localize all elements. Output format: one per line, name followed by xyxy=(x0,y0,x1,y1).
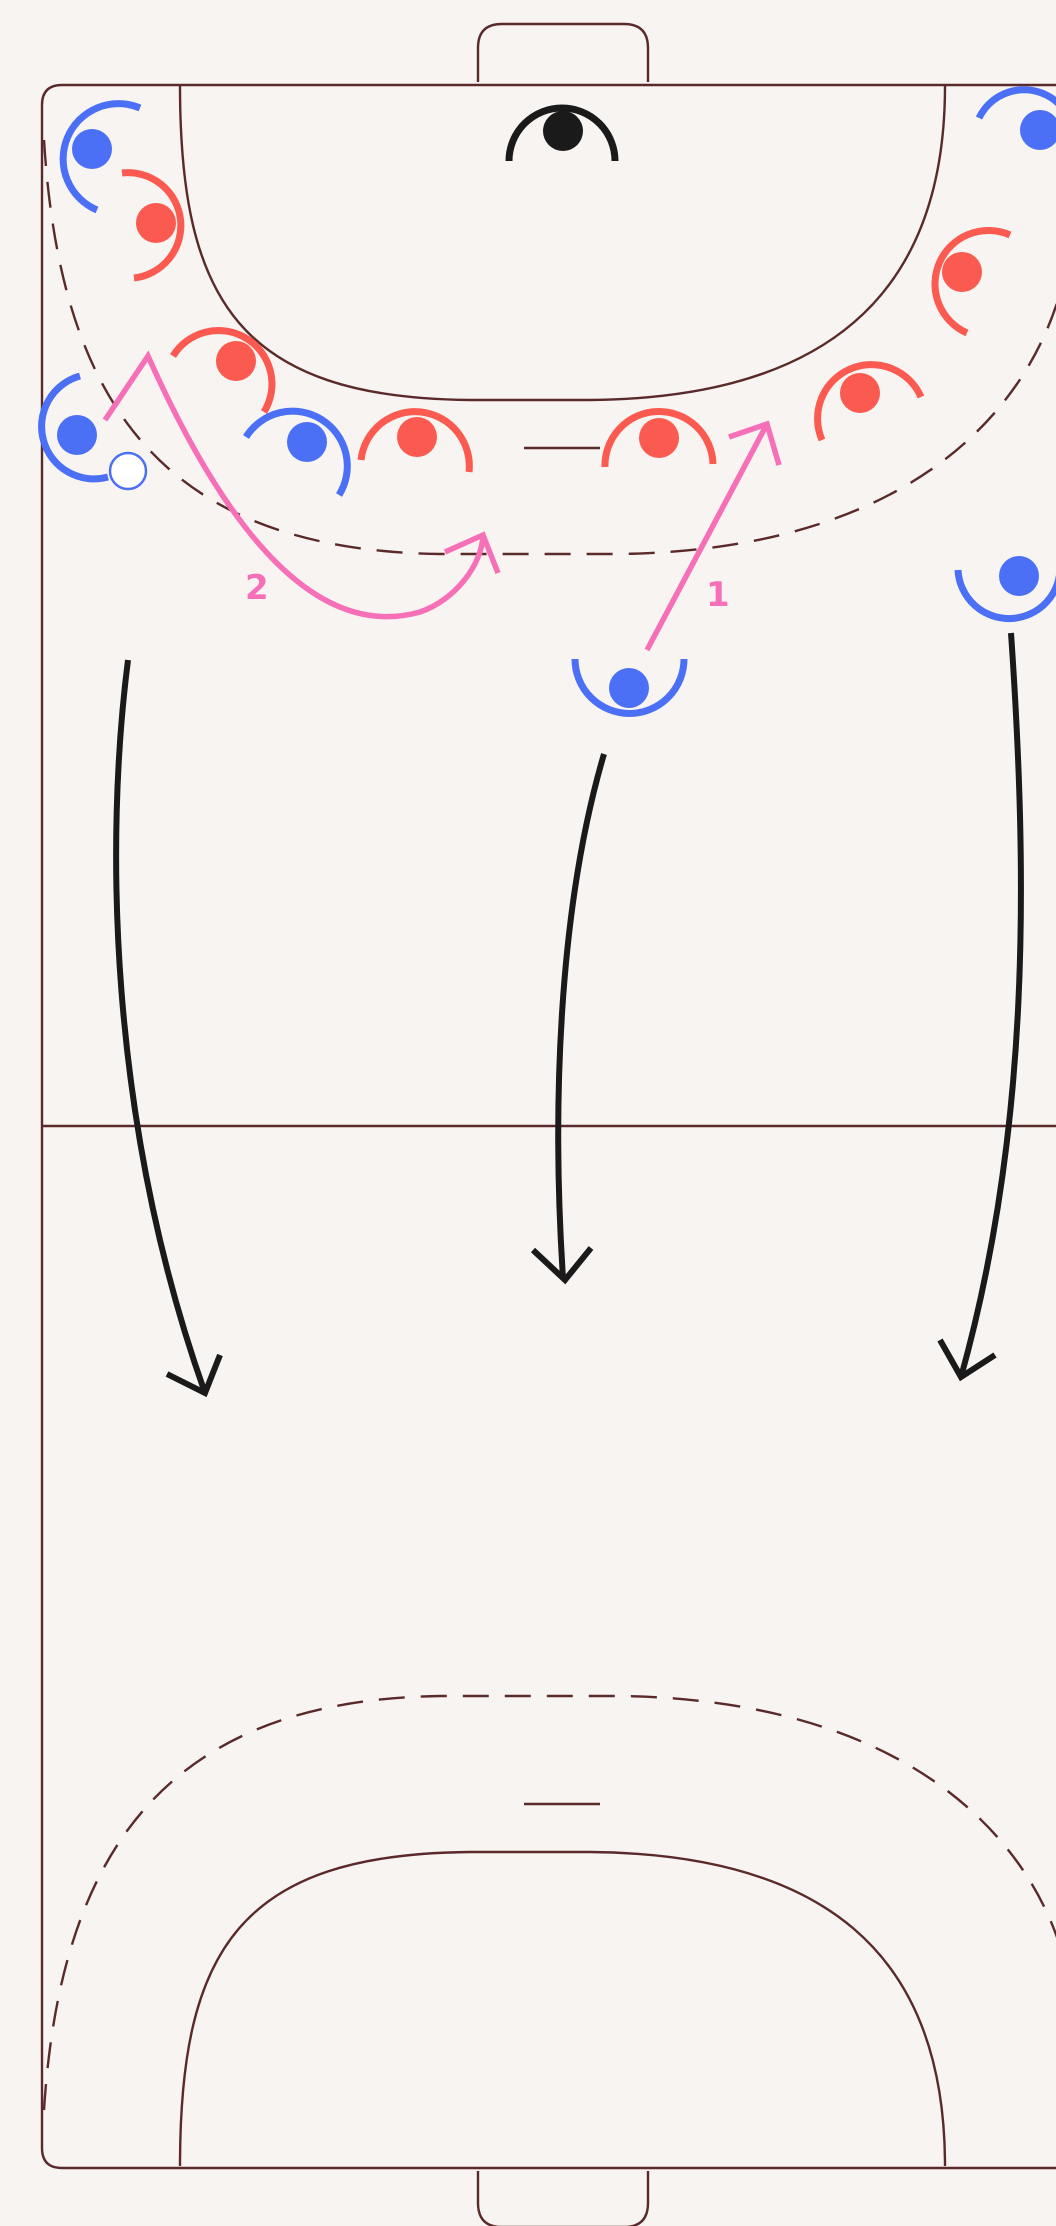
pass-arrow-1-head xyxy=(728,420,782,466)
blue-team xyxy=(38,86,1056,717)
pass-arrow-2-head xyxy=(443,531,501,575)
player-blue-right-back-dot xyxy=(999,556,1039,596)
player-blue-center-back-dot xyxy=(609,668,649,708)
bottom-goal xyxy=(476,2171,650,2226)
player-red-4-arc xyxy=(601,408,717,468)
player-red-5-arc xyxy=(814,361,925,442)
run-arrow-center xyxy=(555,753,607,1279)
run-arrow-center-head xyxy=(530,1246,594,1285)
pass-1-label: 1 xyxy=(706,575,730,615)
player-blue-right-wing-arc xyxy=(975,86,1056,120)
player-red-6-dot xyxy=(942,252,982,292)
player-red-6[interactable] xyxy=(931,227,1012,337)
player-red-5-dot xyxy=(840,373,880,413)
pass-arrow-1 xyxy=(644,422,770,652)
player-blue-left-back-dot xyxy=(57,415,97,455)
player-blue-left-wing-dot xyxy=(72,129,112,169)
pass-arrows xyxy=(102,350,782,652)
run-arrow-left-head xyxy=(165,1353,223,1398)
player-red-5[interactable] xyxy=(814,361,925,442)
player-blue-right-back-arc xyxy=(954,569,1056,623)
pass-2-label: 2 xyxy=(245,568,269,608)
player-blue-right-wing-dot xyxy=(1020,110,1056,150)
player-blue-left-wing[interactable] xyxy=(59,100,142,214)
player-red-1[interactable] xyxy=(121,169,185,282)
player-blue-right-wing[interactable] xyxy=(975,86,1056,150)
player-red-1-dot xyxy=(136,203,176,243)
player-red-1-arc xyxy=(121,169,185,282)
pass-arrow-2 xyxy=(102,350,486,620)
top-free-throw-line xyxy=(42,139,1056,556)
goalkeeper-body-arc xyxy=(505,104,619,162)
player-red-2[interactable] xyxy=(170,327,276,414)
player-blue-left-back[interactable] xyxy=(38,372,109,483)
run-arrow-right-head xyxy=(937,1338,997,1382)
player-blue-center-back-arc xyxy=(571,658,688,717)
player-blue-center-pivot-dot xyxy=(287,422,327,462)
player-red-4[interactable] xyxy=(601,408,717,468)
player-blue-center-pivot-arc xyxy=(243,407,351,497)
player-red-3[interactable] xyxy=(357,408,473,473)
player-red-3-dot xyxy=(397,417,437,457)
player-red-6-arc xyxy=(931,227,1012,337)
player-blue-left-wing-arc xyxy=(59,100,142,214)
bottom-goal-area-line xyxy=(178,1850,947,2167)
goalkeeper-head xyxy=(543,111,583,151)
player-red-4-dot xyxy=(639,418,679,458)
player-blue-center-pivot[interactable] xyxy=(243,407,351,497)
goalkeeper-marker xyxy=(505,104,619,162)
ball[interactable] xyxy=(108,451,148,491)
court-markings xyxy=(40,22,1056,2226)
player-blue-center-back[interactable] xyxy=(571,658,688,717)
top-goal xyxy=(476,22,650,82)
run-arrow-left xyxy=(113,659,208,1395)
player-red-3-arc xyxy=(357,408,473,473)
bottom-free-throw-line xyxy=(42,1694,1056,2111)
player-red-2-dot xyxy=(216,341,256,381)
red-team xyxy=(121,169,1012,473)
run-arrow-right xyxy=(958,632,1024,1378)
player-red-2-arc xyxy=(170,327,276,414)
run-arrows xyxy=(113,632,1024,1398)
top-goal-area-line xyxy=(178,85,947,402)
player-blue-right-back[interactable] xyxy=(954,556,1056,623)
player-blue-left-back-arc xyxy=(38,372,109,483)
